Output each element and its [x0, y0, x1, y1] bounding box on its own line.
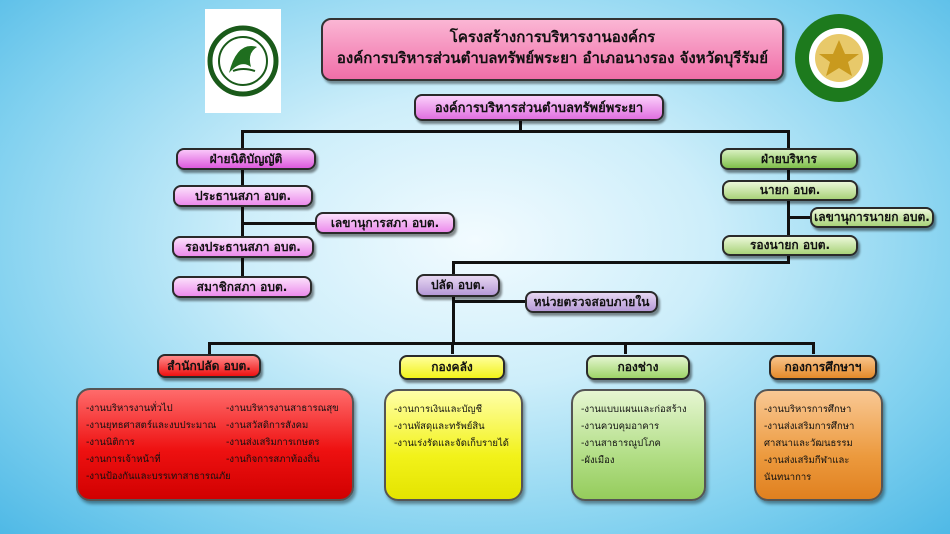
legislative-head: ฝ่ายนิติบัญญัติ: [176, 148, 316, 170]
dept-panel-engineering: -งานแบบแผนและก่อสร้าง -งานควบคุมอาคาร -ง…: [571, 389, 706, 501]
list-item: -งานการเจ้าหน้าที่: [86, 454, 161, 465]
executive-head: ฝ่ายบริหาร: [720, 148, 858, 170]
connector: [452, 300, 526, 303]
connector: [451, 342, 454, 354]
dept-head-education: กองการศึกษาฯ: [769, 355, 877, 380]
list-item: -งานกิจการสภาท้องถิ่น: [226, 454, 320, 465]
list-item: -งานสวัสดิการสังคม: [226, 420, 309, 431]
council-vice-chair: รองประธานสภา อบต.: [172, 236, 314, 258]
list-item: นันทนาการ: [764, 472, 812, 483]
connector: [208, 342, 814, 345]
list-item: -งานบริหารงานทั่วไป: [86, 403, 173, 414]
connector: [452, 261, 790, 264]
list-item: -งานการเงินและบัญชี: [394, 404, 483, 415]
deputy-mayor: รองนายก อบต.: [722, 235, 858, 256]
dept-head-office: สำนักปลัด อบต.: [157, 354, 261, 378]
list-item: -งานป้องกันและบรรเทาสาธารณภัย: [86, 471, 231, 482]
tambon-seal-icon: [207, 25, 279, 97]
connector: [241, 130, 790, 133]
list-item: -งานส่งเสริมกีฬาและ: [764, 455, 850, 466]
chief-administrator: ปลัด อบต.: [416, 274, 500, 297]
connector: [624, 342, 627, 354]
internal-audit-unit: หน่วยตรวจสอบภายใน: [525, 291, 658, 313]
dept-panel-office: -งานบริหารงานทั่วไป -งานยุทธศาสตร์และงบป…: [76, 388, 354, 501]
connector: [241, 222, 317, 225]
list-item: -ผังเมือง: [581, 455, 615, 466]
list-item: -งานนิติการ: [86, 437, 135, 448]
list-item: -งานสาธารณูปโภค: [581, 438, 661, 449]
org-top-node: องค์การบริหารส่วนตำบลทรัพย์พระยา: [414, 94, 664, 121]
title-line-1: โครงสร้างการบริหารงานองค์กร: [449, 28, 656, 46]
dept-panel-education: -งานบริหารการศึกษา -งานส่งเสริมการศึกษา …: [754, 389, 883, 501]
list-item: -งานส่งเสริมการเกษตร: [226, 437, 320, 448]
dept-panel-finance: -งานการเงินและบัญชี -งานพัสดุและทรัพย์สิ…: [384, 389, 523, 501]
council-chair: ประธานสภา อบต.: [173, 185, 313, 207]
list-item: -งานบริหารงานสาธารณสุข: [226, 403, 339, 414]
list-item: -งานบริหารการศึกษา: [764, 404, 852, 415]
connector: [812, 342, 815, 354]
connector: [519, 120, 522, 132]
list-item: -งานพัสดุและทรัพย์สิน: [394, 421, 485, 432]
connector: [208, 342, 211, 354]
connector: [241, 130, 244, 285]
mayor: นายก อบต.: [722, 180, 858, 201]
left-logo: [205, 9, 281, 113]
title-banner: โครงสร้างการบริหารงานองค์กร องค์การบริหา…: [321, 18, 784, 81]
connector: [787, 216, 812, 219]
title-line-2: องค์การบริหารส่วนตำบลทรัพย์พระยา อำเภอนา…: [336, 49, 769, 67]
list-item: -งานยุทธศาสตร์และงบประมาณ: [86, 420, 217, 431]
dept-head-finance: กองคลัง: [399, 355, 505, 380]
council-secretary: เลขานุการสภา อบต.: [315, 212, 455, 234]
mayor-secretary: เลขานุการนายก อบต.: [810, 207, 934, 228]
department-local-administration-seal-icon: [795, 14, 883, 102]
dept-head-engineering: กองช่าง: [586, 355, 690, 380]
list-item: -งานเร่งรัดและจัดเก็บรายได้: [394, 438, 509, 449]
list-item: -งานแบบแผนและก่อสร้าง: [581, 404, 687, 415]
right-logo: [793, 10, 885, 106]
council-member: สมาชิกสภา อบต.: [172, 276, 312, 298]
list-item: -งานควบคุมอาคาร: [581, 421, 660, 432]
list-item: ศาสนาและวัฒนธรรม: [764, 438, 853, 449]
list-item: -งานส่งเสริมการศึกษา: [764, 421, 855, 432]
